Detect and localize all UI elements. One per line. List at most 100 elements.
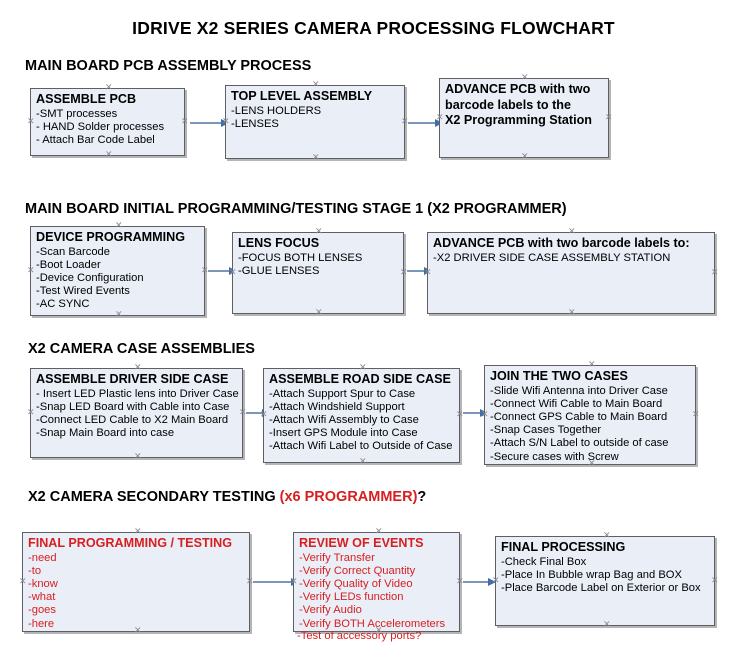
box-title: TOP LEVEL ASSEMBLY (231, 89, 373, 103)
section-heading-text: MAIN BOARD PCB ASSEMBLY PROCESS (25, 58, 312, 74)
box-title: FINAL PROCESSING (501, 540, 626, 554)
box-top-level-assembly[interactable]: TOP LEVEL ASSEMBLY -LENS HOLDERS -LENSES (225, 85, 405, 159)
connector-handle-right[interactable] (456, 412, 463, 419)
connector-handle-right[interactable] (400, 270, 407, 277)
list-item: -Snap Main Board into case (36, 427, 175, 440)
list-item: -SMT processes (36, 107, 118, 120)
list-item: -Place Barcode Label on Exterior or Box (501, 581, 701, 594)
box-review-of-events[interactable]: REVIEW OF EVENTS -Verify Transfer -Verif… (293, 532, 460, 632)
list-item: -Place In Bubble wrap Bag and BOX (501, 568, 682, 581)
box-item-list: -Check Final Box -Place In Bubble wrap B… (501, 556, 710, 596)
connector-handle-top[interactable] (603, 533, 610, 540)
box-item-list: -FOCUS BOTH LENSES -GLUE LENSES (238, 252, 399, 278)
connector-handle-bottom[interactable] (315, 310, 322, 317)
connector-handle-top[interactable] (359, 365, 366, 372)
connector-handle-top[interactable] (115, 223, 122, 230)
connector-handle-bottom[interactable] (359, 459, 366, 466)
box-final-programming-testing[interactable]: FINAL PROGRAMMING / TESTING -need -to -k… (22, 532, 250, 632)
list-item: - Insert LED Plastic lens into Driver Ca… (36, 387, 239, 400)
page-title: IDRIVE X2 SERIES CAMERA PROCESSING FLOWC… (132, 18, 615, 38)
box-final-processing[interactable]: FINAL PROCESSING -Check Final Box -Place… (495, 536, 715, 626)
box-assemble-pcb[interactable]: ASSEMBLE PCB -SMT processes - HAND Solde… (30, 88, 185, 156)
list-item: -Slide Wifi Antenna into Driver Case (490, 384, 668, 397)
list-item: -Verify Audio (299, 604, 362, 617)
connector-handle-top[interactable] (134, 365, 141, 372)
connector-handle-top[interactable] (134, 529, 141, 536)
box-item-list: -SMT processes - HAND Solder processes -… (36, 108, 180, 148)
connector-handle-top[interactable] (521, 75, 528, 82)
list-item: -Snap LED Board with Cable into Case (36, 400, 230, 413)
connector-handle-bottom[interactable] (115, 312, 122, 319)
box-title-line2: barcode labels to the (445, 97, 571, 112)
box-lens-focus[interactable]: LENS FOCUS -FOCUS BOTH LENSES -GLUE LENS… (232, 232, 404, 314)
box-title: JOIN THE TWO CASES (490, 369, 628, 383)
connector-handle-bottom[interactable] (603, 622, 610, 629)
connector-handle-bottom[interactable] (134, 454, 141, 461)
connector-handle-top[interactable] (315, 229, 322, 236)
connector-handle-right[interactable] (181, 119, 188, 126)
box-title: ADVANCE PCB with two (445, 82, 591, 96)
connector-handle-bottom[interactable] (568, 310, 575, 317)
list-item: -Device Configuration (36, 271, 144, 284)
arrow-assemble-pcb-to-top-level (190, 118, 229, 127)
connector-handle-top[interactable] (568, 229, 575, 236)
connector-handle-right[interactable] (456, 579, 463, 586)
list-item: -Check Final Box (501, 555, 587, 568)
box-assemble-road-side-case[interactable]: ASSEMBLE ROAD SIDE CASE -Attach Support … (263, 368, 460, 463)
arrow-driver-case-to-road-case (246, 408, 270, 417)
connector-handle-left[interactable] (19, 579, 26, 586)
connector-handle-right[interactable] (711, 270, 718, 277)
box-advance-pcb-x2-programming-station[interactable]: ADVANCE PCB with two barcode labels to t… (439, 78, 609, 158)
connector-handle-bottom[interactable] (312, 155, 319, 162)
box-device-programming[interactable]: DEVICE PROGRAMMING -Scan Barcode -Boot L… (30, 226, 205, 316)
list-item: -to (28, 564, 42, 577)
box-advance-pcb-driver-side-case-station[interactable]: ADVANCE PCB with two barcode labels to: … (427, 232, 715, 314)
box-title: DEVICE PROGRAMMING (36, 230, 186, 244)
section-heading-main-board-pcb-assembly: MAIN BOARD PCB ASSEMBLY PROCESS (25, 58, 311, 74)
connector-handle-right[interactable] (201, 268, 208, 275)
box-item-list: -Slide Wifi Antenna into Driver Case -Co… (490, 385, 691, 464)
list-item: -Secure cases with Screw (490, 450, 619, 463)
connector-handle-top[interactable] (312, 82, 319, 89)
connector-handle-left[interactable] (27, 410, 34, 417)
list-item: -what (28, 591, 56, 604)
arrow-review-of-events-to-final-processing (463, 577, 496, 586)
connector-handle-right[interactable] (692, 412, 699, 419)
connector-handle-right[interactable] (401, 119, 408, 126)
list-item: -Connect LED Cable to X2 Main Board (36, 413, 229, 426)
arrow-final-programming-to-review-of-events (253, 577, 299, 586)
connector-handle-right[interactable] (246, 579, 253, 586)
list-item: -Scan Barcode (36, 245, 111, 258)
connector-handle-bottom[interactable] (521, 154, 528, 161)
connector-handle-top[interactable] (588, 362, 595, 369)
box-title: ASSEMBLE PCB (36, 92, 137, 106)
list-item: -Snap Cases Together (490, 424, 602, 437)
connector-handle-right[interactable] (239, 410, 246, 417)
box-item-list: -X2 DRIVER SIDE CASE ASSEMBLY STATION (433, 252, 710, 265)
list-item: -AC SYNC (36, 298, 90, 311)
connector-handle-top[interactable] (375, 529, 382, 536)
connector-handle-bottom[interactable] (105, 152, 112, 159)
connector-handle-left[interactable] (27, 119, 34, 126)
list-item: -Verify Correct Quantity (299, 564, 416, 577)
list-item: -LENS HOLDERS (231, 104, 322, 117)
box-item-list: -LENS HOLDERS -LENSES (231, 105, 400, 131)
box-item-list: - Insert LED Plastic lens into Driver Ca… (36, 387, 239, 441)
connector-handle-right[interactable] (605, 115, 612, 122)
list-item: -here (28, 617, 55, 630)
box-title: ASSEMBLE DRIVER SIDE CASE (36, 372, 229, 386)
connector-handle-left[interactable] (27, 268, 34, 275)
box-title-line3: X2 Programming Station (445, 113, 592, 127)
connector-handle-right[interactable] (711, 578, 718, 585)
box-assemble-driver-side-case[interactable]: ASSEMBLE DRIVER SIDE CASE - Insert LED P… (30, 368, 243, 458)
box-join-the-two-cases[interactable]: JOIN THE TWO CASES -Slide Wifi Antenna i… (484, 365, 696, 465)
connector-handle-top[interactable] (105, 85, 112, 92)
section-heading-main-board-initial-programming: MAIN BOARD INITIAL PROGRAMMING/TESTING S… (25, 201, 567, 217)
arrow-device-programming-to-lens-focus (208, 266, 237, 275)
section-heading-text: X2 CAMERA SECONDARY TESTING (28, 489, 280, 505)
list-item: -GLUE LENSES (238, 264, 320, 277)
box-item-list: -Verify Transfer -Verify Correct Quantit… (299, 552, 455, 631)
list-item: -need (28, 551, 57, 564)
arrow-road-case-to-join-cases (463, 408, 488, 417)
box-item-list: -Scan Barcode -Boot Loader -Device Confi… (36, 246, 200, 312)
